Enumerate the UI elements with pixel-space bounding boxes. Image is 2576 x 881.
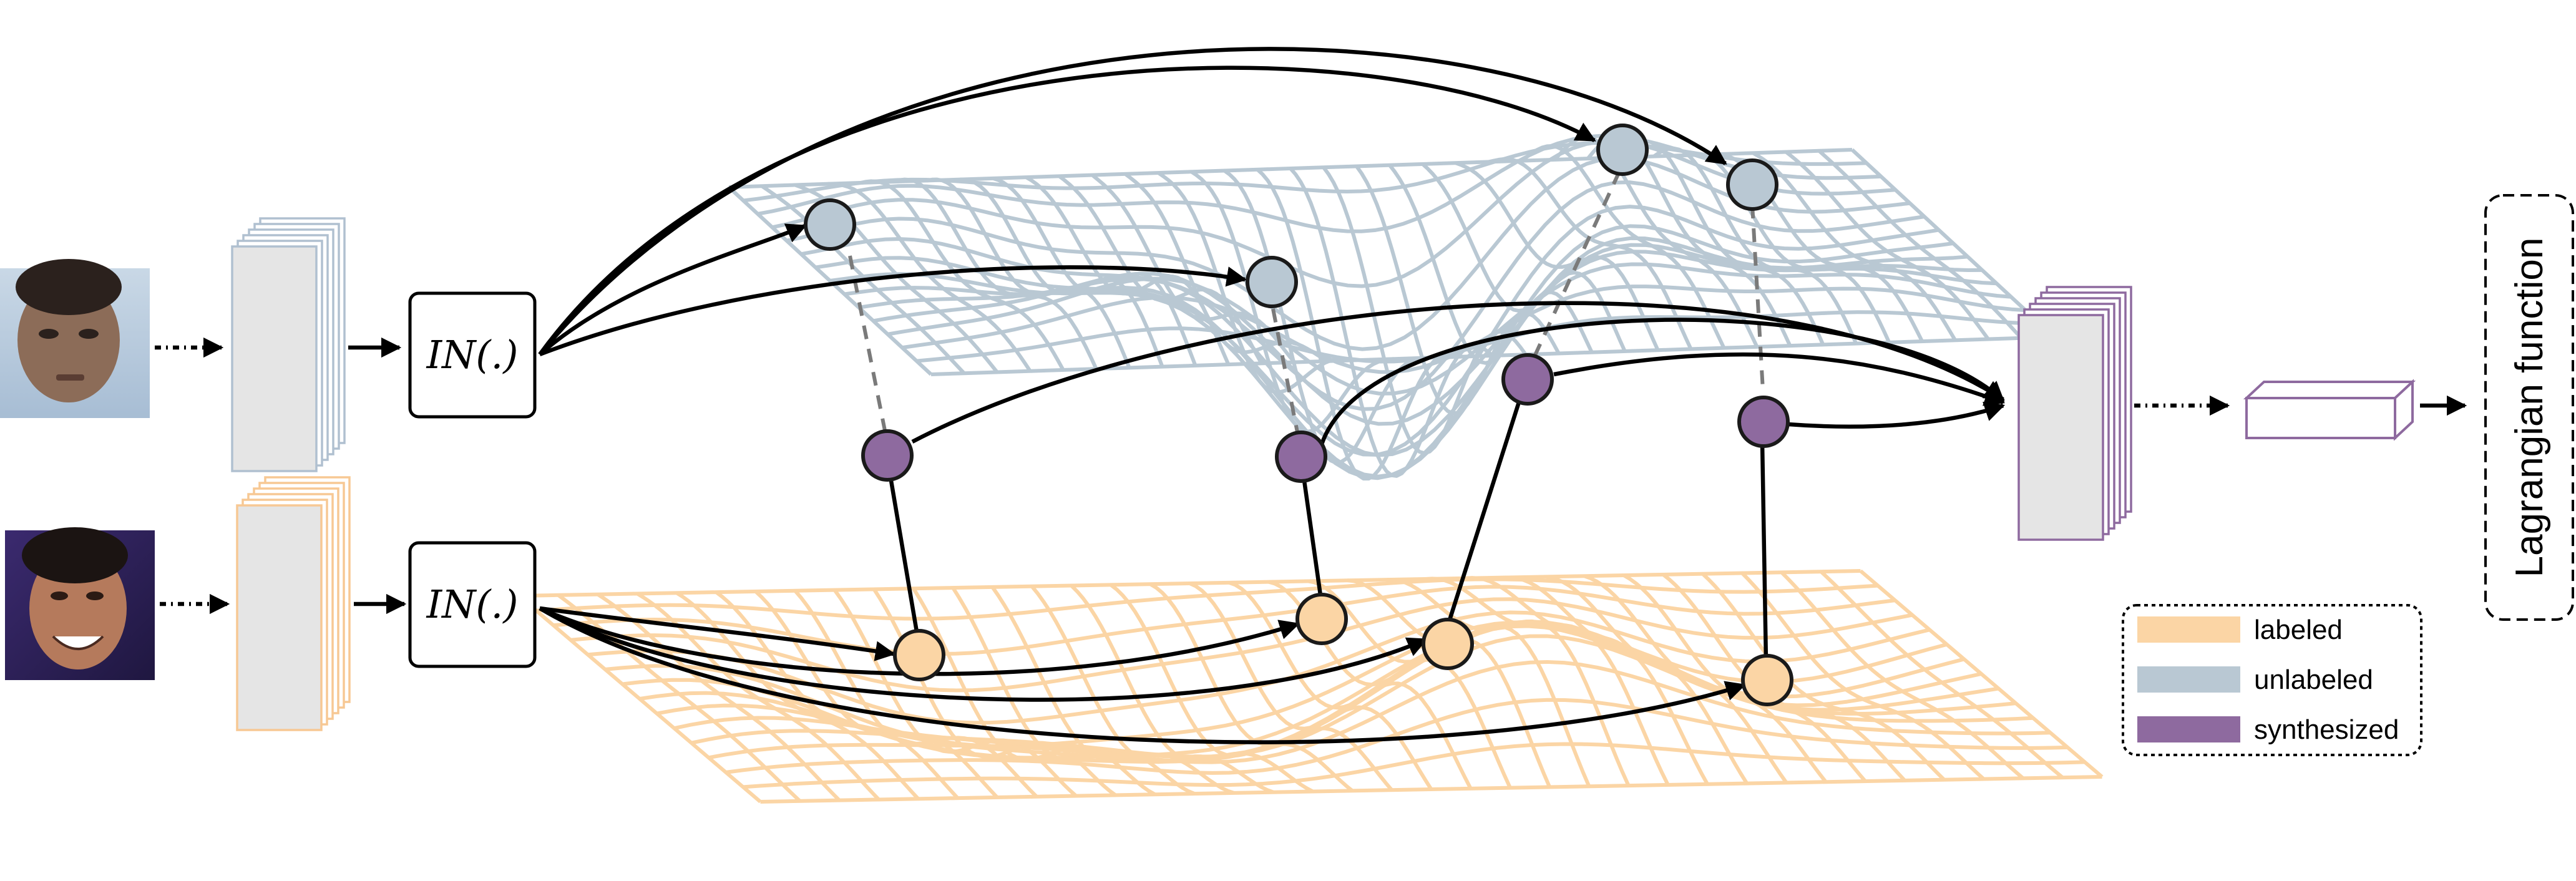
unlabeled-node (1596, 124, 1649, 176)
feature-vector-box (2243, 379, 2416, 441)
labeled-synthesis-links (885, 380, 1769, 662)
mesh-line (519, 569, 1861, 598)
labeled-node (1422, 618, 1474, 670)
synthesized-node (1275, 431, 1327, 483)
synthesized-node (861, 429, 914, 482)
instance-norm-label-bottom: IN(.) (426, 582, 519, 627)
unlabeled-surface-mesh (727, 134, 2056, 481)
graph-nodes (804, 124, 1793, 706)
unlabeled-node (1246, 256, 1298, 308)
synthesized-node (1501, 353, 1554, 406)
face-to-feature-arrows (155, 337, 230, 615)
mesh-line (757, 134, 1881, 233)
mesh-line (725, 698, 2068, 775)
mesh-line (771, 139, 1896, 288)
mesh-line (887, 262, 2011, 396)
legend-label-labeled: labeled (2254, 615, 2343, 645)
legend-swatch-unlabeled (2137, 666, 2240, 693)
feature-map-layer (2017, 314, 2104, 541)
synthesized-to-stack-arrows (911, 301, 2006, 445)
mesh-line (743, 742, 2085, 789)
legend: labeled unlabeled synthesized (2122, 604, 2422, 756)
labeled-selection-arrows (539, 606, 1747, 744)
synthesized-feature-stack (2017, 286, 2132, 541)
mesh-line (930, 335, 2055, 376)
unlabeled-selection-arrows (538, 47, 1727, 357)
labeled-node (1295, 593, 1348, 645)
mesh-line (872, 250, 1997, 426)
lagrangian-function-box: Lagrangian function (2484, 194, 2574, 621)
mesh-line (553, 585, 1896, 656)
top-face-photo-icon (0, 259, 150, 418)
synthesized-node (1737, 396, 1790, 448)
unlabeled-node (804, 198, 856, 251)
mesh-line (708, 660, 2051, 764)
instance-norm-label-top: IN(.) (426, 332, 519, 377)
mesh-line (760, 775, 2102, 804)
mesh-line (916, 310, 2040, 364)
stack-to-in-arrows (348, 337, 407, 615)
mesh-line (535, 577, 1878, 621)
mesh-line (673, 621, 2016, 759)
instance-norm-block-bottom: IN(.) (408, 541, 537, 668)
mesh-line (786, 156, 1910, 351)
feature-map-layer (231, 245, 318, 472)
mesh-line (801, 180, 1925, 411)
labeled-feature-stack (236, 476, 351, 731)
unlabeled-node (1726, 158, 1778, 211)
labeled-node (893, 629, 945, 681)
unlabeled-feature-stack (231, 217, 346, 472)
legend-label-synthesized: synthesized (2254, 714, 2399, 745)
bottom-face-photo-icon (5, 527, 155, 680)
legend-swatch-synthesized (2137, 716, 2240, 742)
legend-label-unlabeled: unlabeled (2254, 664, 2373, 695)
lagrangian-function-label: Lagrangian function (2508, 238, 2551, 578)
labeled-node (1741, 654, 1793, 706)
legend-swatch-labeled (2137, 616, 2240, 643)
mesh-line (691, 634, 2034, 759)
mesh-line (570, 597, 1913, 693)
instance-norm-block-top: IN(.) (408, 291, 537, 419)
feature-map-layer (236, 504, 323, 731)
